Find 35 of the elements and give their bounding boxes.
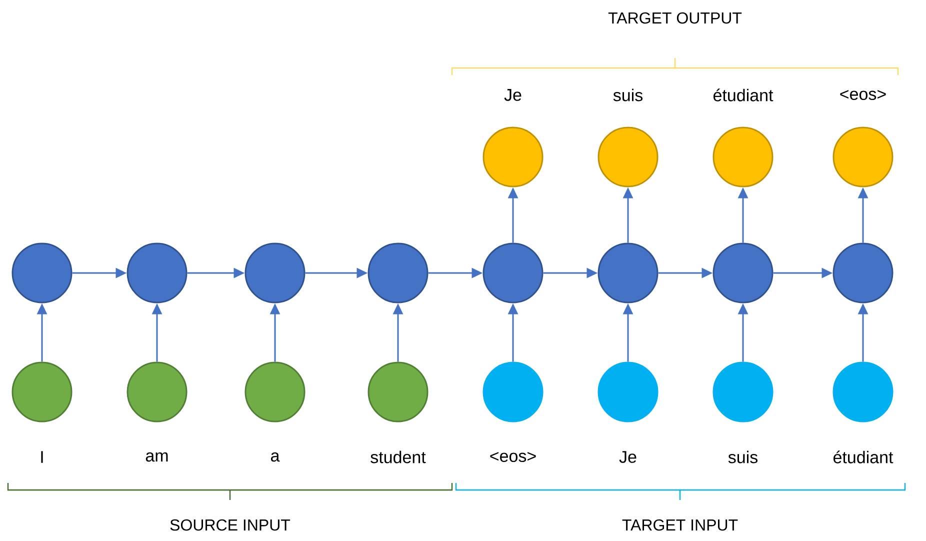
circle-node	[598, 126, 658, 188]
circle-node	[712, 126, 774, 188]
group-label: TARGET OUTPUT	[608, 12, 742, 24]
circle-node	[598, 362, 658, 422]
word-label: suis	[613, 88, 642, 102]
word-label: Je	[619, 451, 636, 463]
circle-node	[368, 242, 428, 304]
circle-node	[598, 242, 658, 304]
word-label: <eos>	[490, 452, 536, 462]
circle-node	[126, 242, 188, 304]
word-label: suis	[728, 450, 758, 464]
circle-node	[712, 242, 774, 304]
word-label: am	[146, 452, 168, 462]
word-label: I	[41, 451, 43, 463]
circle-node	[244, 242, 306, 304]
circle-node	[482, 362, 544, 422]
word-label: student	[370, 450, 426, 464]
circle-node	[482, 242, 544, 304]
circle-node	[832, 242, 894, 304]
circle-node	[244, 362, 306, 422]
circle-node	[712, 362, 774, 422]
circle-node	[832, 126, 894, 188]
circle-node	[832, 362, 894, 422]
circle-node	[12, 242, 72, 304]
word-label: <eos>	[840, 90, 886, 100]
group-label: SOURCE INPUT	[170, 519, 290, 531]
circle-node	[126, 362, 188, 422]
word-label: étudiant	[833, 450, 894, 464]
circle-node	[482, 126, 544, 188]
word-label: a	[271, 452, 280, 462]
circle-node	[368, 362, 428, 422]
word-label: étudiant	[713, 88, 774, 102]
group-label: TARGET INPUT	[622, 519, 738, 531]
word-label: Je	[504, 89, 522, 101]
circle-node	[12, 362, 72, 422]
